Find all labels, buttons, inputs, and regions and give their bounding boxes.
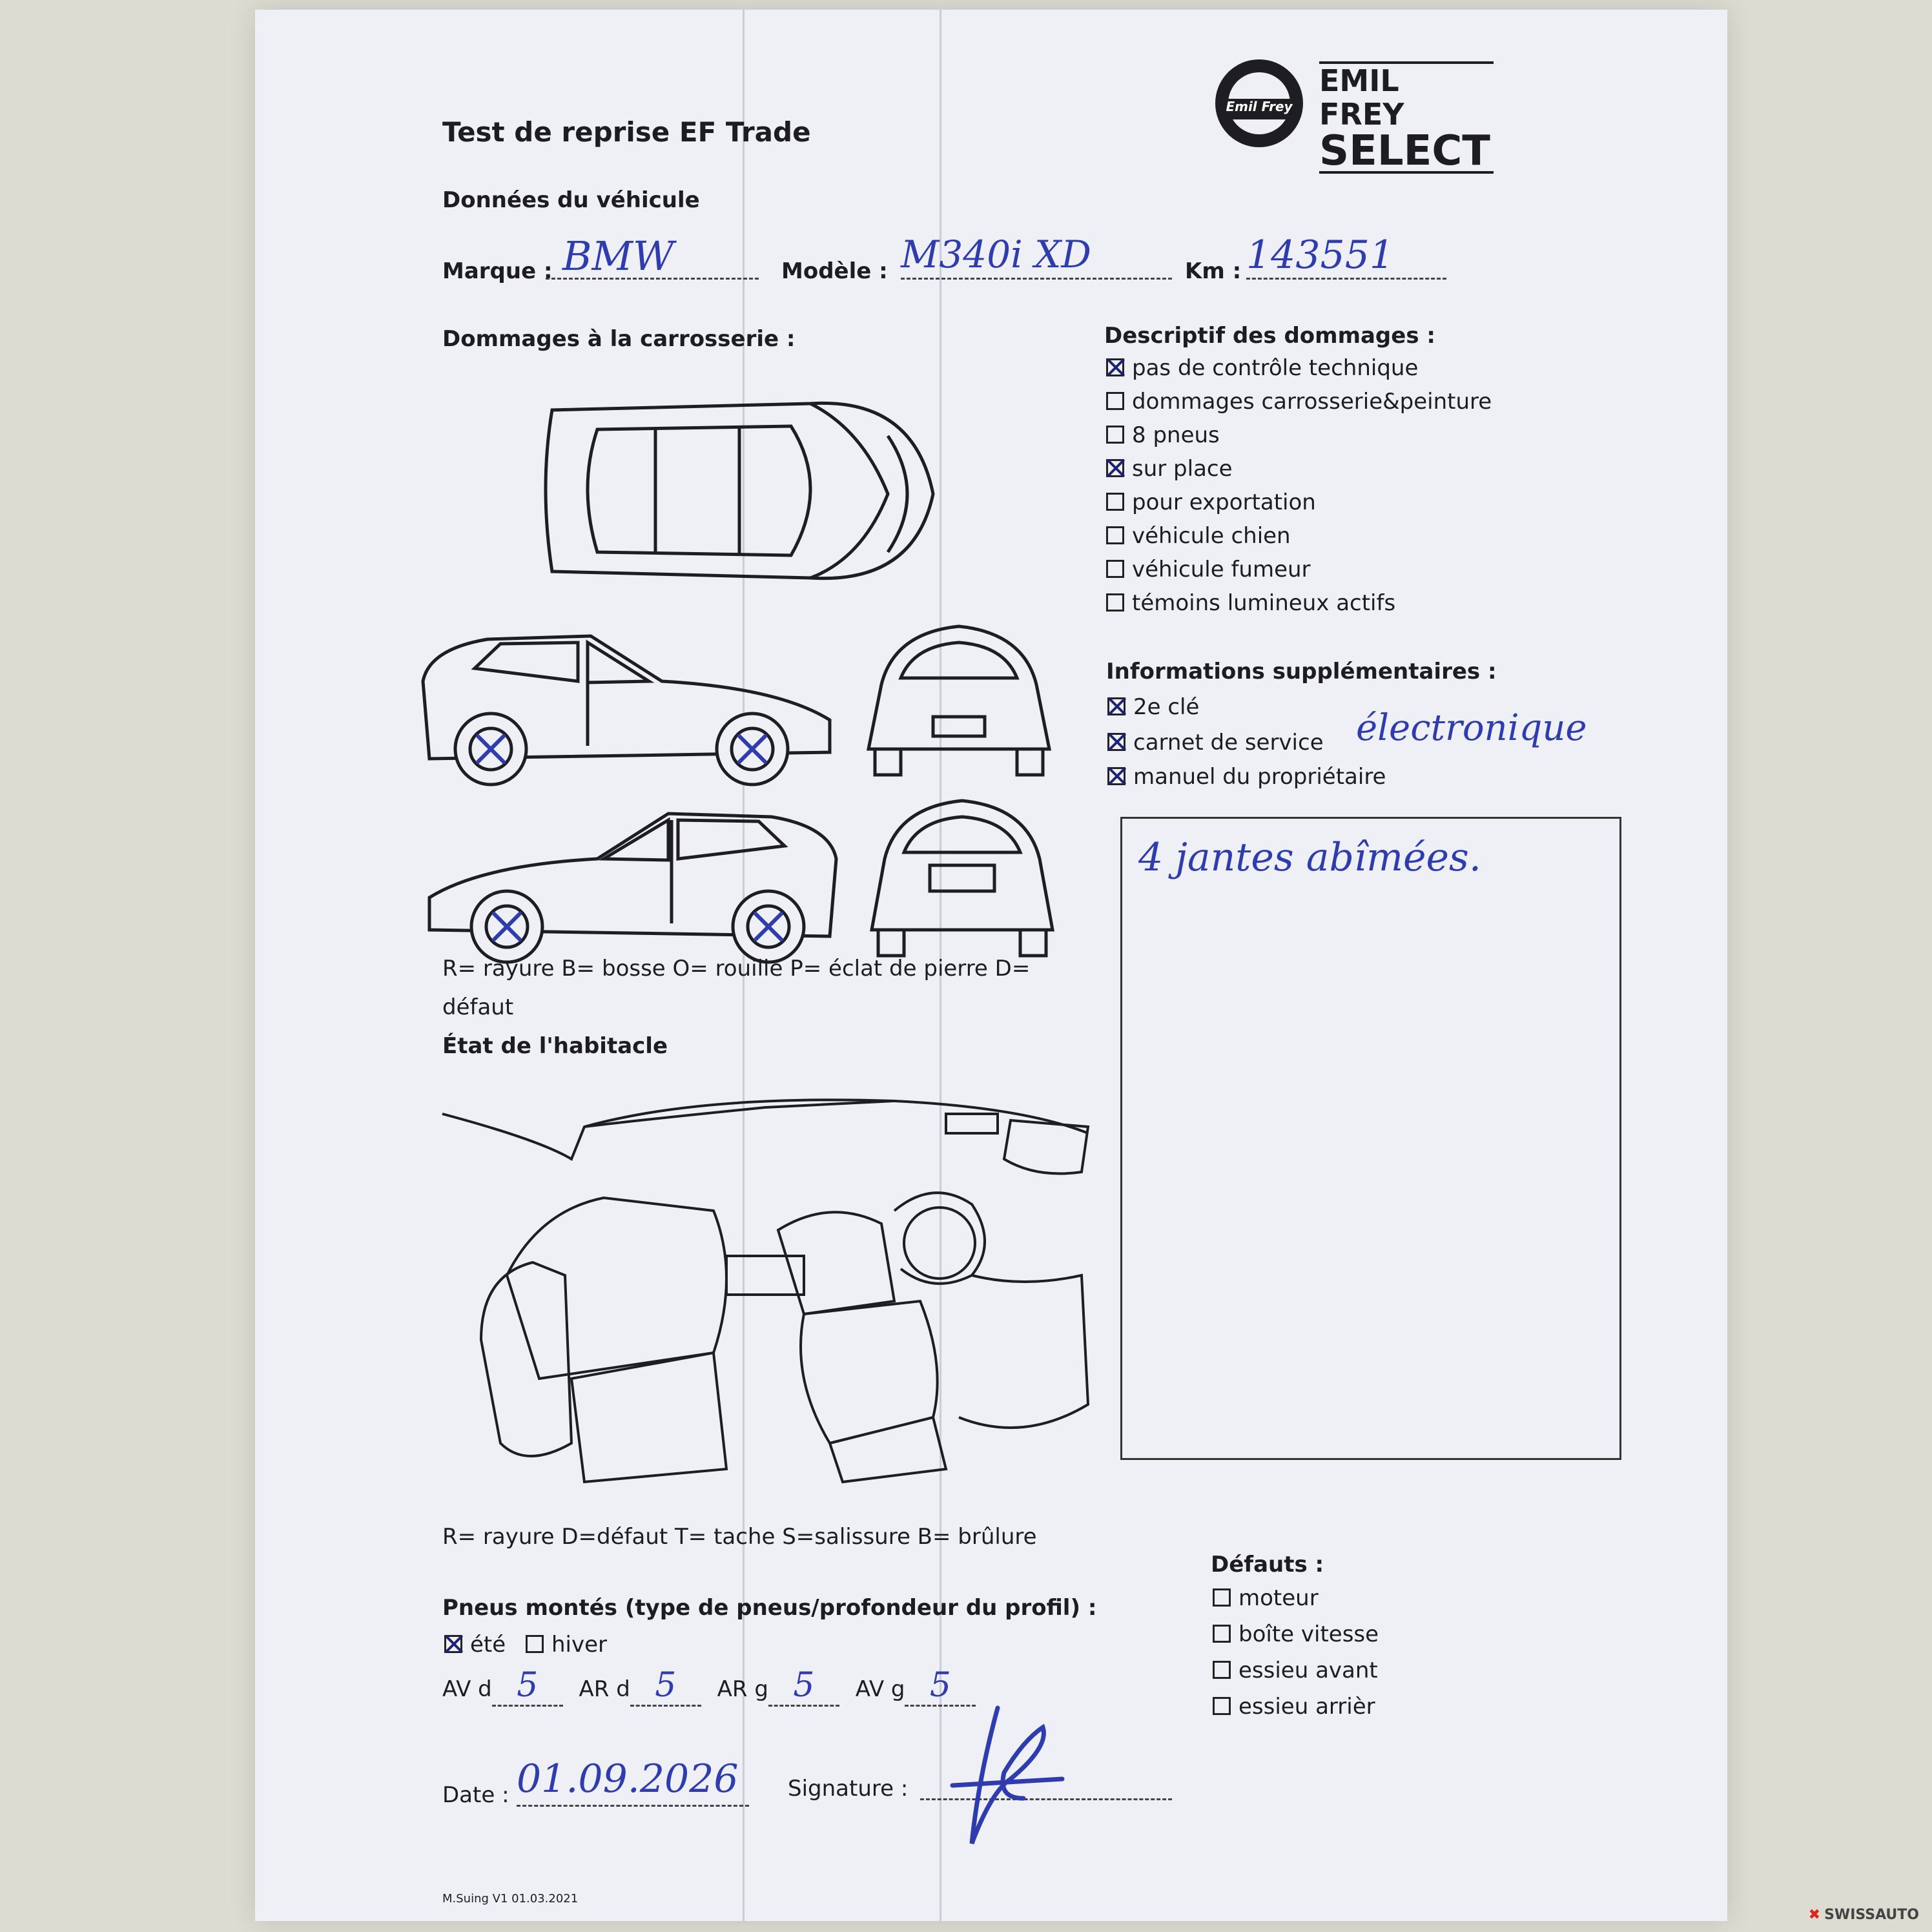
tire-winter-checkbox[interactable] — [525, 1635, 544, 1653]
defect-item-engine[interactable]: moteur — [1213, 1585, 1319, 1611]
av-g-value[interactable]: 5 — [905, 1666, 976, 1707]
x-logo-icon: ✖ — [1808, 1907, 1821, 1923]
signature-field[interactable] — [920, 1779, 1172, 1800]
body-damage-title: Dommages à la carrosserie : — [442, 326, 796, 352]
damage-item-dog-vehicle[interactable]: véhicule chien — [1106, 523, 1291, 549]
km-field[interactable]: 143551 — [1246, 232, 1446, 280]
interior-title: État de l'habitacle — [442, 1033, 668, 1059]
tire-type-row: été hiver — [444, 1632, 607, 1658]
gear-logo-icon — [1215, 59, 1303, 147]
checkbox[interactable] — [1213, 1661, 1231, 1679]
car-left-side-drawing — [421, 634, 832, 786]
damage-item-8-tires[interactable]: 8 pneus — [1106, 422, 1220, 448]
tire-winter-label: hiver — [551, 1632, 607, 1658]
checkbox[interactable] — [1106, 392, 1124, 410]
checkbox[interactable] — [1213, 1588, 1231, 1607]
checkbox-checked[interactable] — [1107, 767, 1125, 785]
marque-field[interactable]: BMW — [546, 232, 759, 280]
wheel-damage-mark — [492, 912, 783, 941]
tire-summer-label: été — [470, 1632, 506, 1658]
logo-select: SELECT — [1319, 127, 1490, 175]
marque-label: Marque : — [442, 258, 553, 284]
km-label: Km : — [1185, 258, 1242, 284]
damage-item-export[interactable]: pour exportation — [1106, 489, 1316, 515]
av-d-value[interactable]: 5 — [491, 1666, 563, 1707]
damage-item-body-paint[interactable]: dommages carrosserie&peinture — [1106, 389, 1492, 415]
notes-box[interactable]: 4 jantes abîmées. — [1120, 817, 1621, 1460]
form-title: Test de reprise EF Trade — [442, 116, 811, 148]
tires-title: Pneus montés (type de pneus/profondeur d… — [442, 1595, 1097, 1621]
av-d-label: AV d — [442, 1676, 492, 1702]
wheel-damage-mark — [476, 734, 767, 764]
signature-label: Signature : — [788, 1776, 909, 1802]
ar-d-label: AR d — [579, 1676, 630, 1702]
marque-value: BMW — [562, 232, 674, 280]
notes-text: 4 jantes abîmées. — [1138, 835, 1481, 880]
handwritten-signature — [950, 1705, 1065, 1845]
checkbox[interactable] — [1106, 526, 1124, 544]
car-top-view-drawing — [544, 401, 935, 581]
date-value[interactable]: 01.09.2026 — [517, 1756, 749, 1807]
checkbox-checked[interactable] — [1106, 358, 1124, 376]
modele-value: M340i XD — [901, 232, 1091, 276]
vehicle-section-title: Données du véhicule — [442, 187, 700, 213]
logo-badge-text: Emil Frey — [1226, 99, 1293, 114]
extra-item-owner-manual[interactable]: manuel du propriétaire — [1107, 764, 1386, 790]
modele-label: Modèle : — [781, 258, 888, 284]
extra-item-service-book[interactable]: carnet de service — [1107, 730, 1324, 755]
date-label: Date : — [442, 1782, 509, 1808]
checkbox-checked[interactable] — [1107, 697, 1125, 715]
checkbox[interactable] — [1106, 560, 1124, 578]
ar-d-value[interactable]: 5 — [630, 1666, 701, 1707]
tire-summer-checkbox[interactable] — [444, 1635, 462, 1653]
fold-line — [940, 10, 941, 1921]
ar-g-label: AR g — [717, 1676, 768, 1702]
modele-field[interactable]: M340i XD — [901, 232, 1172, 280]
defect-item-rear-axle[interactable]: essieu arrièr — [1213, 1694, 1375, 1720]
fold-line — [743, 10, 745, 1921]
defect-item-gearbox[interactable]: boîte vitesse — [1213, 1621, 1379, 1647]
defect-item-front-axle[interactable]: essieu avant — [1213, 1658, 1378, 1683]
checkbox-checked[interactable] — [1107, 733, 1125, 751]
service-book-note: électronique — [1356, 707, 1587, 749]
extra-item-second-key[interactable]: 2e clé — [1107, 694, 1199, 720]
av-g-label: AV g — [855, 1676, 905, 1702]
car-rear-view-drawing — [870, 799, 1054, 958]
damage-item-on-site[interactable]: sur place — [1106, 456, 1233, 482]
body-legend: R= rayure B= bosse O= rouille P= éclat d… — [442, 956, 1031, 1020]
checkbox[interactable] — [1106, 426, 1124, 444]
checkbox[interactable] — [1213, 1697, 1231, 1715]
checkbox-checked[interactable] — [1106, 459, 1124, 477]
damage-desc-title: Descriptif des dommages : — [1104, 323, 1436, 349]
interior-legend: R= rayure D=défaut T= tache S=salissure … — [442, 1524, 1037, 1550]
car-interior-drawing — [442, 1098, 1090, 1484]
damage-item-warning-lights[interactable]: témoins lumineux actifs — [1106, 590, 1395, 616]
ar-g-value[interactable]: 5 — [768, 1666, 839, 1707]
emil-frey-badge-logo: Emil Frey — [1211, 55, 1308, 152]
km-value: 143551 — [1246, 232, 1395, 278]
checkbox[interactable] — [1106, 593, 1124, 611]
swissauto-watermark: ✖SWISSAUTO — [1808, 1907, 1919, 1923]
checkbox[interactable] — [1106, 493, 1124, 511]
logo-name: EMIL FREY — [1319, 63, 1404, 132]
damage-item-smoker-vehicle[interactable]: véhicule fumeur — [1106, 557, 1311, 582]
form-footer: M.Suing V1 01.03.2021 — [442, 1892, 579, 1906]
car-front-view-drawing — [866, 624, 1052, 777]
checkbox[interactable] — [1213, 1625, 1231, 1643]
form-sheet: Emil Frey EMIL FREY SELECT Test de repri… — [255, 10, 1727, 1921]
car-right-side-drawing — [427, 812, 838, 964]
defects-title: Défauts : — [1211, 1552, 1324, 1577]
extra-info-title: Informations supplémentaires : — [1106, 659, 1497, 684]
damage-item-no-inspection[interactable]: pas de contrôle technique — [1106, 355, 1418, 381]
emil-frey-select-logo: EMIL FREY SELECT — [1319, 61, 1494, 174]
